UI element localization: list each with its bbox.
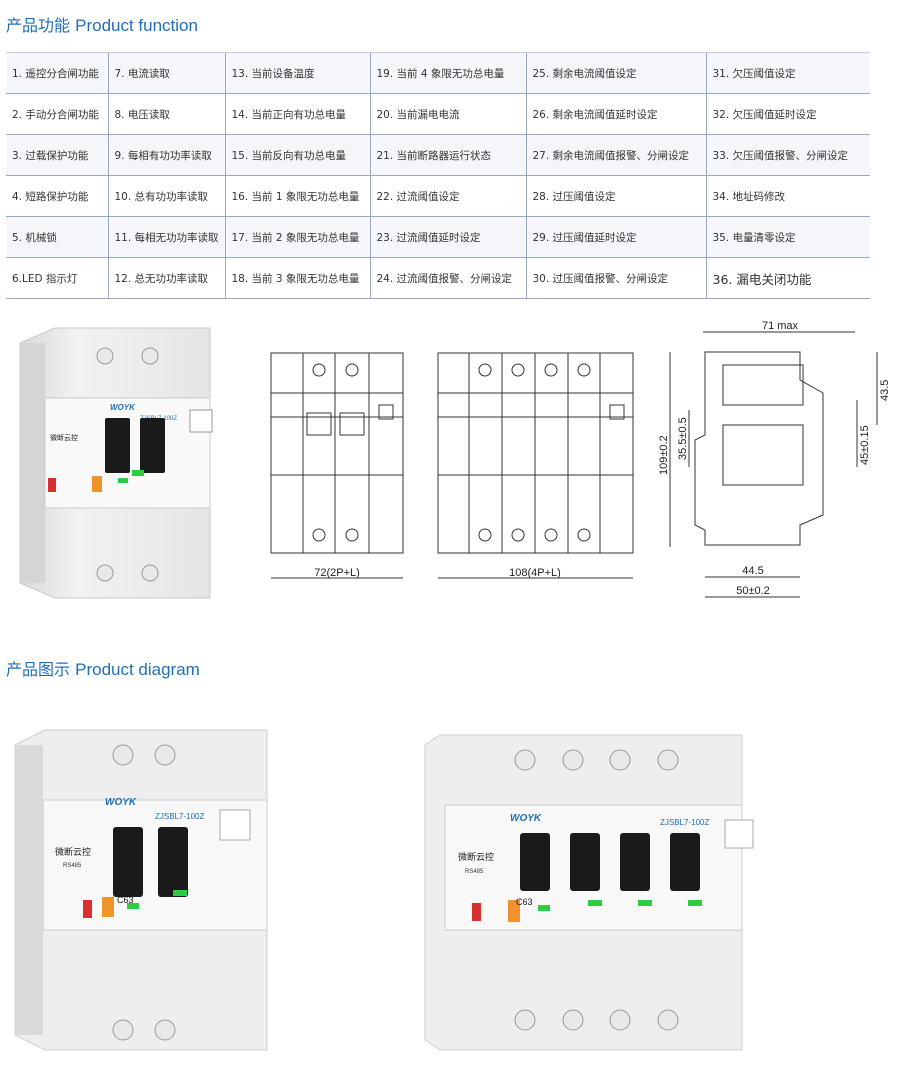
function-cell: 17. 当前 2 象限无功总电量 (224, 216, 370, 258)
dimension-drawing-2p: 72(2P+L) (270, 352, 404, 579)
section-title-en: Product diagram (75, 660, 200, 679)
section-title-cn: 产品图示 (6, 660, 71, 679)
function-cell: 7. 电流读取 (107, 52, 225, 94)
dim-height-right: 45±0.15 (859, 425, 871, 465)
product-image-4p: WOYK ZJSBL7-100Z 微断云控 RS485 C63 (424, 734, 754, 1051)
dim-height-inner: 35.5±0.5 (677, 417, 689, 460)
device-name: 微断云控 (50, 433, 78, 442)
function-cell: 21. 当前断路器运行状态 (369, 134, 526, 176)
function-cell: 27. 剩余电流阈值报警、分闸设定 (525, 134, 706, 176)
dimension-drawing-side: 71 max 109±0.2 35.5±0.5 45±0.15 43.5 44.… (658, 320, 891, 598)
function-cell: 2. 手动分合闸功能 (6, 93, 108, 135)
dimension-drawing-4p: 108(4P+L) (437, 352, 634, 579)
function-cell: 10. 总有功功率读取 (107, 175, 225, 217)
section-title-diagram: 产品图示 Product diagram (6, 656, 200, 680)
function-cell: 14. 当前正向有功总电量 (224, 93, 370, 135)
product-photo-2p: WOYK ZJSBL7-100Z 微断云控 (19, 327, 213, 599)
device-name: 微断云控 (458, 851, 494, 863)
brand-logo: WOYK (105, 797, 137, 808)
function-cell: 12. 总无功功率读取 (107, 257, 225, 299)
section-title-cn: 产品功能 (6, 16, 71, 35)
dim-width-4p: 108(4P+L) (509, 567, 561, 579)
function-cell: 25. 剩余电流阈值设定 (525, 52, 706, 94)
function-cell: 30. 过压阈值报警、分闸设定 (525, 257, 706, 299)
function-cell: 26. 剩余电流阈值延时设定 (525, 93, 706, 135)
function-cell: 34. 地址码修改 (705, 175, 870, 217)
brand-logo: WOYK (110, 403, 136, 412)
protocol-label: RS485 (63, 863, 82, 869)
function-cell: 20. 当前漏电电流 (369, 93, 526, 135)
protocol-label: RS485 (465, 869, 484, 875)
function-cell: 32. 欠压阈值延时设定 (705, 93, 870, 135)
dim-height-total: 109±0.2 (658, 435, 670, 475)
function-cell: 24. 过流阈值报警、分闸设定 (369, 257, 526, 299)
rating-label: C63 (117, 895, 134, 905)
function-cell: 29. 过压阈值延时设定 (525, 216, 706, 258)
function-cell: 18. 当前 3 象限无功总电量 (224, 257, 370, 299)
function-cell: 11. 每相无功功率读取 (107, 216, 225, 258)
function-cell: 9. 每相有功功率读取 (107, 134, 225, 176)
function-cell: 16. 当前 1 象限无功总电量 (224, 175, 370, 217)
device-name: 微断云控 (55, 846, 91, 858)
function-cell: 8. 电压读取 (107, 93, 225, 135)
rating-label: C63 (516, 897, 533, 907)
section-title-en: Product function (75, 16, 198, 35)
function-cell: 13. 当前设备温度 (224, 52, 370, 94)
function-cell: 33. 欠压阈值报警、分闸设定 (705, 134, 870, 176)
dim-height-top: 43.5 (879, 380, 891, 401)
function-cell: 5. 机械锁 (6, 216, 108, 258)
function-cell: 1. 遥控分合闸功能 (6, 52, 108, 94)
dim-depth-base: 50±0.2 (736, 585, 770, 597)
function-cell: 6.LED 指示灯 (6, 257, 108, 299)
section-title-function: 产品功能 Product function (6, 12, 198, 36)
function-cell: 4. 短路保护功能 (6, 175, 108, 217)
function-cell: 22. 过流阈值设定 (369, 175, 526, 217)
brand-logo: WOYK (510, 813, 542, 824)
function-cell: 36. 漏电关闭功能 (705, 257, 870, 299)
dim-max-width: 71 max (762, 320, 799, 332)
function-cell: 15. 当前反向有功总电量 (224, 134, 370, 176)
function-cell: 31. 欠压阈值设定 (705, 52, 870, 94)
model-label: ZJSBL7-100Z (155, 812, 204, 821)
dim-width-2p: 72(2P+L) (314, 567, 360, 579)
function-cell: 23. 过流阈值延时设定 (369, 216, 526, 258)
product-image-2p: WOYK ZJSBL7-100Z 微断云控 RS485 C63 (14, 729, 268, 1051)
function-cell: 28. 过压阈值设定 (525, 175, 706, 217)
function-cell: 35. 电量清零设定 (705, 216, 870, 258)
model-label: ZJSBL7-100Z (660, 818, 709, 827)
function-cell: 19. 当前 4 象限无功总电量 (369, 52, 526, 94)
dim-depth-inner: 44.5 (742, 565, 763, 577)
function-cell: 3. 过载保护功能 (6, 134, 108, 176)
